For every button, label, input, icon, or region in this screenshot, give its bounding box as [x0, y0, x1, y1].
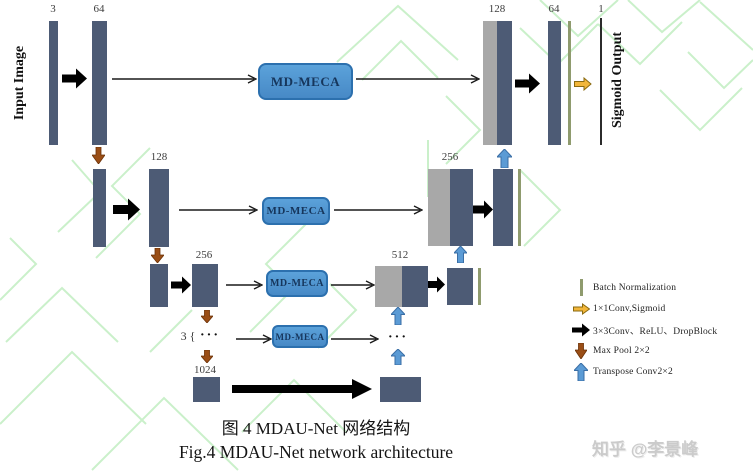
channel-label-row2-conv: 128	[150, 151, 168, 163]
copied-feature-bar-dec1	[483, 21, 497, 145]
channel-label-row3-conv: 256	[195, 249, 213, 261]
channel-label-row1-out: 64	[548, 3, 560, 15]
batch-norm-line-icon	[569, 279, 593, 296]
channel-label-row1-final: 1	[598, 3, 604, 15]
skip-arrow-icon	[331, 280, 375, 290]
sigmoid-conv-arrow-icon	[574, 77, 592, 91]
conv-arrow-icon	[473, 200, 493, 219]
maxpool-arrow-icon	[201, 350, 213, 363]
ellipsis-right: ···	[387, 330, 408, 345]
input-image-label: Input Image	[12, 45, 27, 121]
channel-label-row1-conv: 64	[93, 3, 105, 15]
skip-arrow-icon	[112, 74, 257, 84]
figure-caption: 图 4 MDAU-Net 网络结构 Fig.4 MDAU-Net network…	[10, 417, 622, 464]
md-meca-label: MD-MECA	[270, 73, 341, 89]
maxpool-arrow-icon	[569, 342, 593, 359]
channel-label-row3-concat: 512	[391, 249, 409, 261]
legend-row-batch-norm: Batch Normalization	[569, 277, 753, 298]
legend-label: Transpose Conv2×2	[593, 366, 673, 377]
md-meca-label: MD-MECA	[275, 331, 325, 342]
transpose-conv-arrow-icon	[497, 149, 512, 168]
legend-label: 1×1Conv,Sigmoid	[593, 303, 666, 314]
caption-english: Fig.4 MDAU-Net network architecture	[178, 442, 454, 462]
conv-arrow-icon	[113, 198, 140, 221]
channel-label-row2-concat: 256	[441, 151, 459, 163]
feature-bar-enc2a	[93, 169, 106, 247]
skip-arrow-icon	[236, 334, 272, 344]
feature-bar-dec1	[497, 21, 512, 145]
batch-norm-line	[568, 21, 571, 145]
sigmoid-output-label: Sigmoid Output	[610, 31, 625, 129]
legend-row-conv: 3×3Conv、ReLU、DropBlock	[569, 319, 753, 340]
conv-arrow-icon	[62, 68, 87, 89]
output-map-line	[600, 18, 602, 145]
maxpool-arrow-icon	[151, 248, 164, 263]
feature-bar-dec2a	[450, 169, 473, 246]
legend-label: Batch Normalization	[593, 282, 677, 293]
feature-bar-out	[548, 21, 561, 145]
conv-arrow-icon	[515, 73, 540, 94]
md-meca-block-1: MD-MECA	[258, 63, 353, 100]
transpose-conv-arrow-icon	[391, 307, 405, 325]
conv-arrow-icon	[569, 323, 593, 337]
skip-arrow-icon	[331, 334, 379, 344]
feature-bar-dec3a	[402, 266, 428, 307]
conv-arrow-icon	[428, 276, 445, 293]
legend-label: Max Pool 2×2	[593, 345, 650, 356]
copied-feature-bar-dec2	[428, 169, 450, 246]
feature-bar-input	[49, 21, 58, 145]
legend-label: 3×3Conv、ReLU、DropBlock	[593, 326, 718, 337]
ellipsis-left: ···	[199, 328, 220, 343]
md-meca-label: MD-MECA	[269, 278, 325, 289]
transpose-conv-arrow-icon	[569, 362, 593, 381]
skip-arrow-icon	[334, 205, 423, 215]
feature-bar-dec3b	[447, 268, 473, 305]
transpose-conv-arrow-icon	[391, 349, 405, 365]
feature-block-bottleneck-left	[193, 377, 220, 402]
skip-arrow-icon	[179, 205, 258, 215]
repeat-count-label: 3 {	[180, 329, 196, 343]
md-meca-block-3: MD-MECA	[266, 270, 328, 297]
feature-bar-dec2b	[493, 169, 513, 246]
channel-label-row1-in: 3	[50, 3, 56, 15]
batch-norm-line	[518, 169, 521, 246]
transpose-conv-arrow-icon	[454, 246, 467, 263]
maxpool-arrow-icon	[201, 310, 213, 323]
channel-label-row5: 1024	[194, 364, 216, 376]
feature-bar-enc3b	[192, 264, 218, 307]
sigmoid-conv-arrow-icon	[569, 302, 593, 315]
md-meca-block-4: MD-MECA	[272, 325, 328, 348]
conv-arrow-icon	[171, 276, 191, 294]
skip-arrow-icon	[226, 280, 263, 290]
zhihu-author-watermark: 知乎 @李景峰	[592, 440, 699, 459]
legend-row-sigmoid-conv: 1×1Conv,Sigmoid	[569, 298, 753, 319]
legend-row-maxpool: Max Pool 2×2	[569, 340, 753, 361]
feature-bar-enc3a	[150, 264, 168, 307]
channel-label-row1-concat: 128	[488, 3, 506, 15]
feature-bar-enc2b	[149, 169, 169, 247]
feature-bar-enc1	[92, 21, 107, 145]
legend: Batch Normalization 1×1Conv,Sigmoid 3×3C…	[569, 277, 753, 382]
caption-chinese: 图 4 MDAU-Net 网络结构	[221, 419, 411, 438]
maxpool-arrow-icon	[92, 147, 105, 164]
feature-block-bottleneck-right	[380, 377, 421, 402]
bottleneck-conv-arrow-icon	[232, 379, 372, 399]
batch-norm-line	[478, 268, 481, 305]
copied-feature-bar-dec3	[375, 266, 402, 307]
skip-arrow-icon	[356, 74, 480, 84]
md-meca-label: MD-MECA	[266, 205, 326, 217]
md-meca-block-2: MD-MECA	[262, 197, 330, 225]
legend-row-transpose-conv: Transpose Conv2×2	[569, 361, 753, 382]
